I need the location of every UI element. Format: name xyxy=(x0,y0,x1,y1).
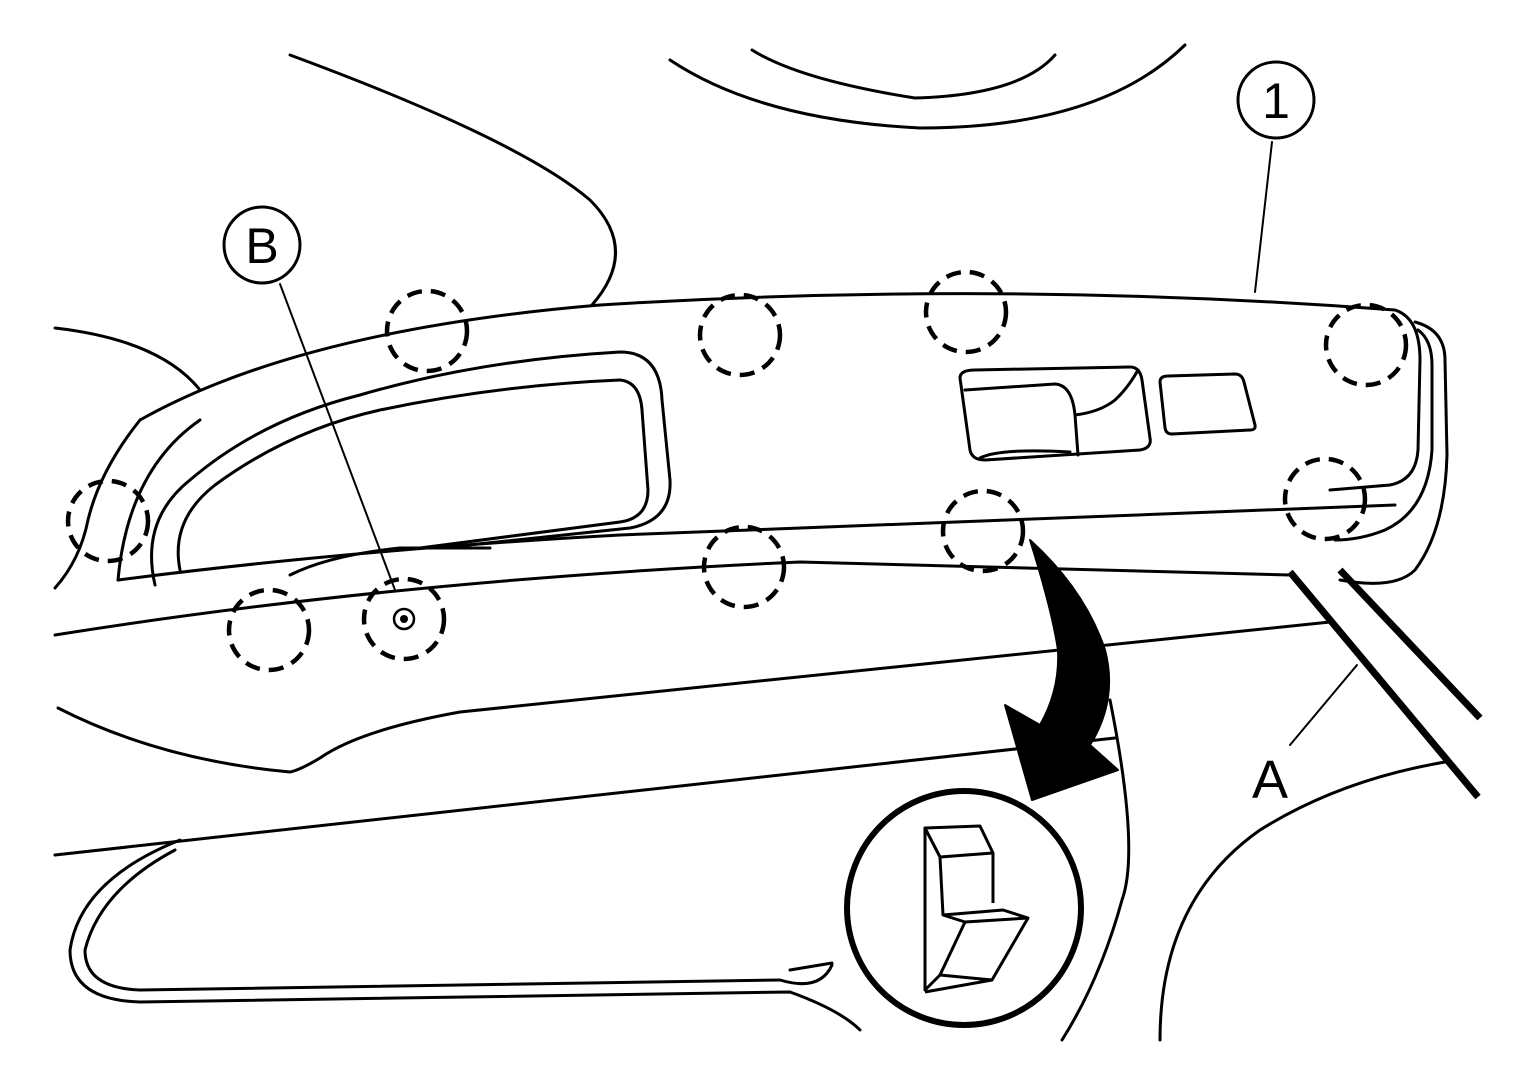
lower-panel-edge xyxy=(53,736,1117,857)
finisher-outer-right xyxy=(1338,320,1449,585)
removal-direction-arrow xyxy=(1004,539,1119,801)
clip-position-9 xyxy=(226,587,312,673)
tool-shaft-outer xyxy=(1337,567,1483,721)
clip-position-screw xyxy=(361,576,447,662)
tool-shaft-inner xyxy=(1287,569,1481,800)
pocket-inner xyxy=(83,848,834,992)
screw-icon xyxy=(392,607,416,631)
clip-positions xyxy=(65,269,1409,673)
callout-1: 1 xyxy=(1236,60,1316,293)
callout-b-leader xyxy=(279,283,396,591)
window-switch-knob xyxy=(963,382,1080,457)
callout-b-circle xyxy=(222,205,302,285)
handle-opening-inner xyxy=(176,378,650,572)
lower-panel-curve xyxy=(56,620,1332,774)
clip-detail-circle xyxy=(844,788,1084,1028)
switch-finisher xyxy=(53,292,1449,637)
pocket-outer xyxy=(68,838,862,1032)
door-left-edge-curve xyxy=(53,326,202,392)
callout-1-text: 1 xyxy=(1262,73,1290,129)
clip-position-1 xyxy=(384,288,470,374)
clip-position-4 xyxy=(1323,302,1409,388)
handle-opening-outer xyxy=(150,350,672,587)
door-background-lines xyxy=(53,43,1447,1042)
window-switch-lever xyxy=(1073,368,1140,417)
lock-switch xyxy=(1158,372,1257,436)
clip-position-6 xyxy=(940,488,1026,574)
dash-arc-outer xyxy=(668,43,1187,130)
finisher-bottom-edge xyxy=(116,503,1397,582)
handle-recess xyxy=(288,546,492,577)
metal-clip-detail-icon xyxy=(844,788,1084,1028)
callout-b-text: B xyxy=(245,218,278,274)
window-switch-body xyxy=(958,365,1152,462)
curved-arrow-icon xyxy=(1004,539,1119,801)
finisher-left-edge xyxy=(53,418,142,590)
callout-1-circle xyxy=(1236,60,1316,140)
dash-arc-inner xyxy=(750,48,1057,100)
clip-position-7 xyxy=(701,524,787,610)
clip-position-5 xyxy=(65,478,151,564)
pocket-lip xyxy=(788,961,834,972)
remover-tool: A xyxy=(1252,567,1483,810)
finisher-tip xyxy=(116,418,202,582)
finisher-front-lower xyxy=(53,560,1292,637)
callout-a-text: A xyxy=(1252,750,1288,810)
callout-b: B xyxy=(222,205,396,591)
arrow-trail-curve xyxy=(1060,698,1131,1042)
clip-position-8 xyxy=(1282,456,1368,542)
metal-clip-drawing xyxy=(923,824,1030,994)
door-bottom-right-curve xyxy=(1158,760,1447,1042)
clip-position-3 xyxy=(923,269,1009,355)
finisher-top-edge xyxy=(138,292,1422,492)
clip-position-2 xyxy=(697,292,783,378)
door-upper-sash-curve xyxy=(288,53,617,307)
window-switch-base xyxy=(978,449,1072,460)
callout-1-leader xyxy=(1254,141,1273,293)
callout-a-leader xyxy=(1289,664,1358,746)
finisher-inner-right xyxy=(1333,328,1434,542)
